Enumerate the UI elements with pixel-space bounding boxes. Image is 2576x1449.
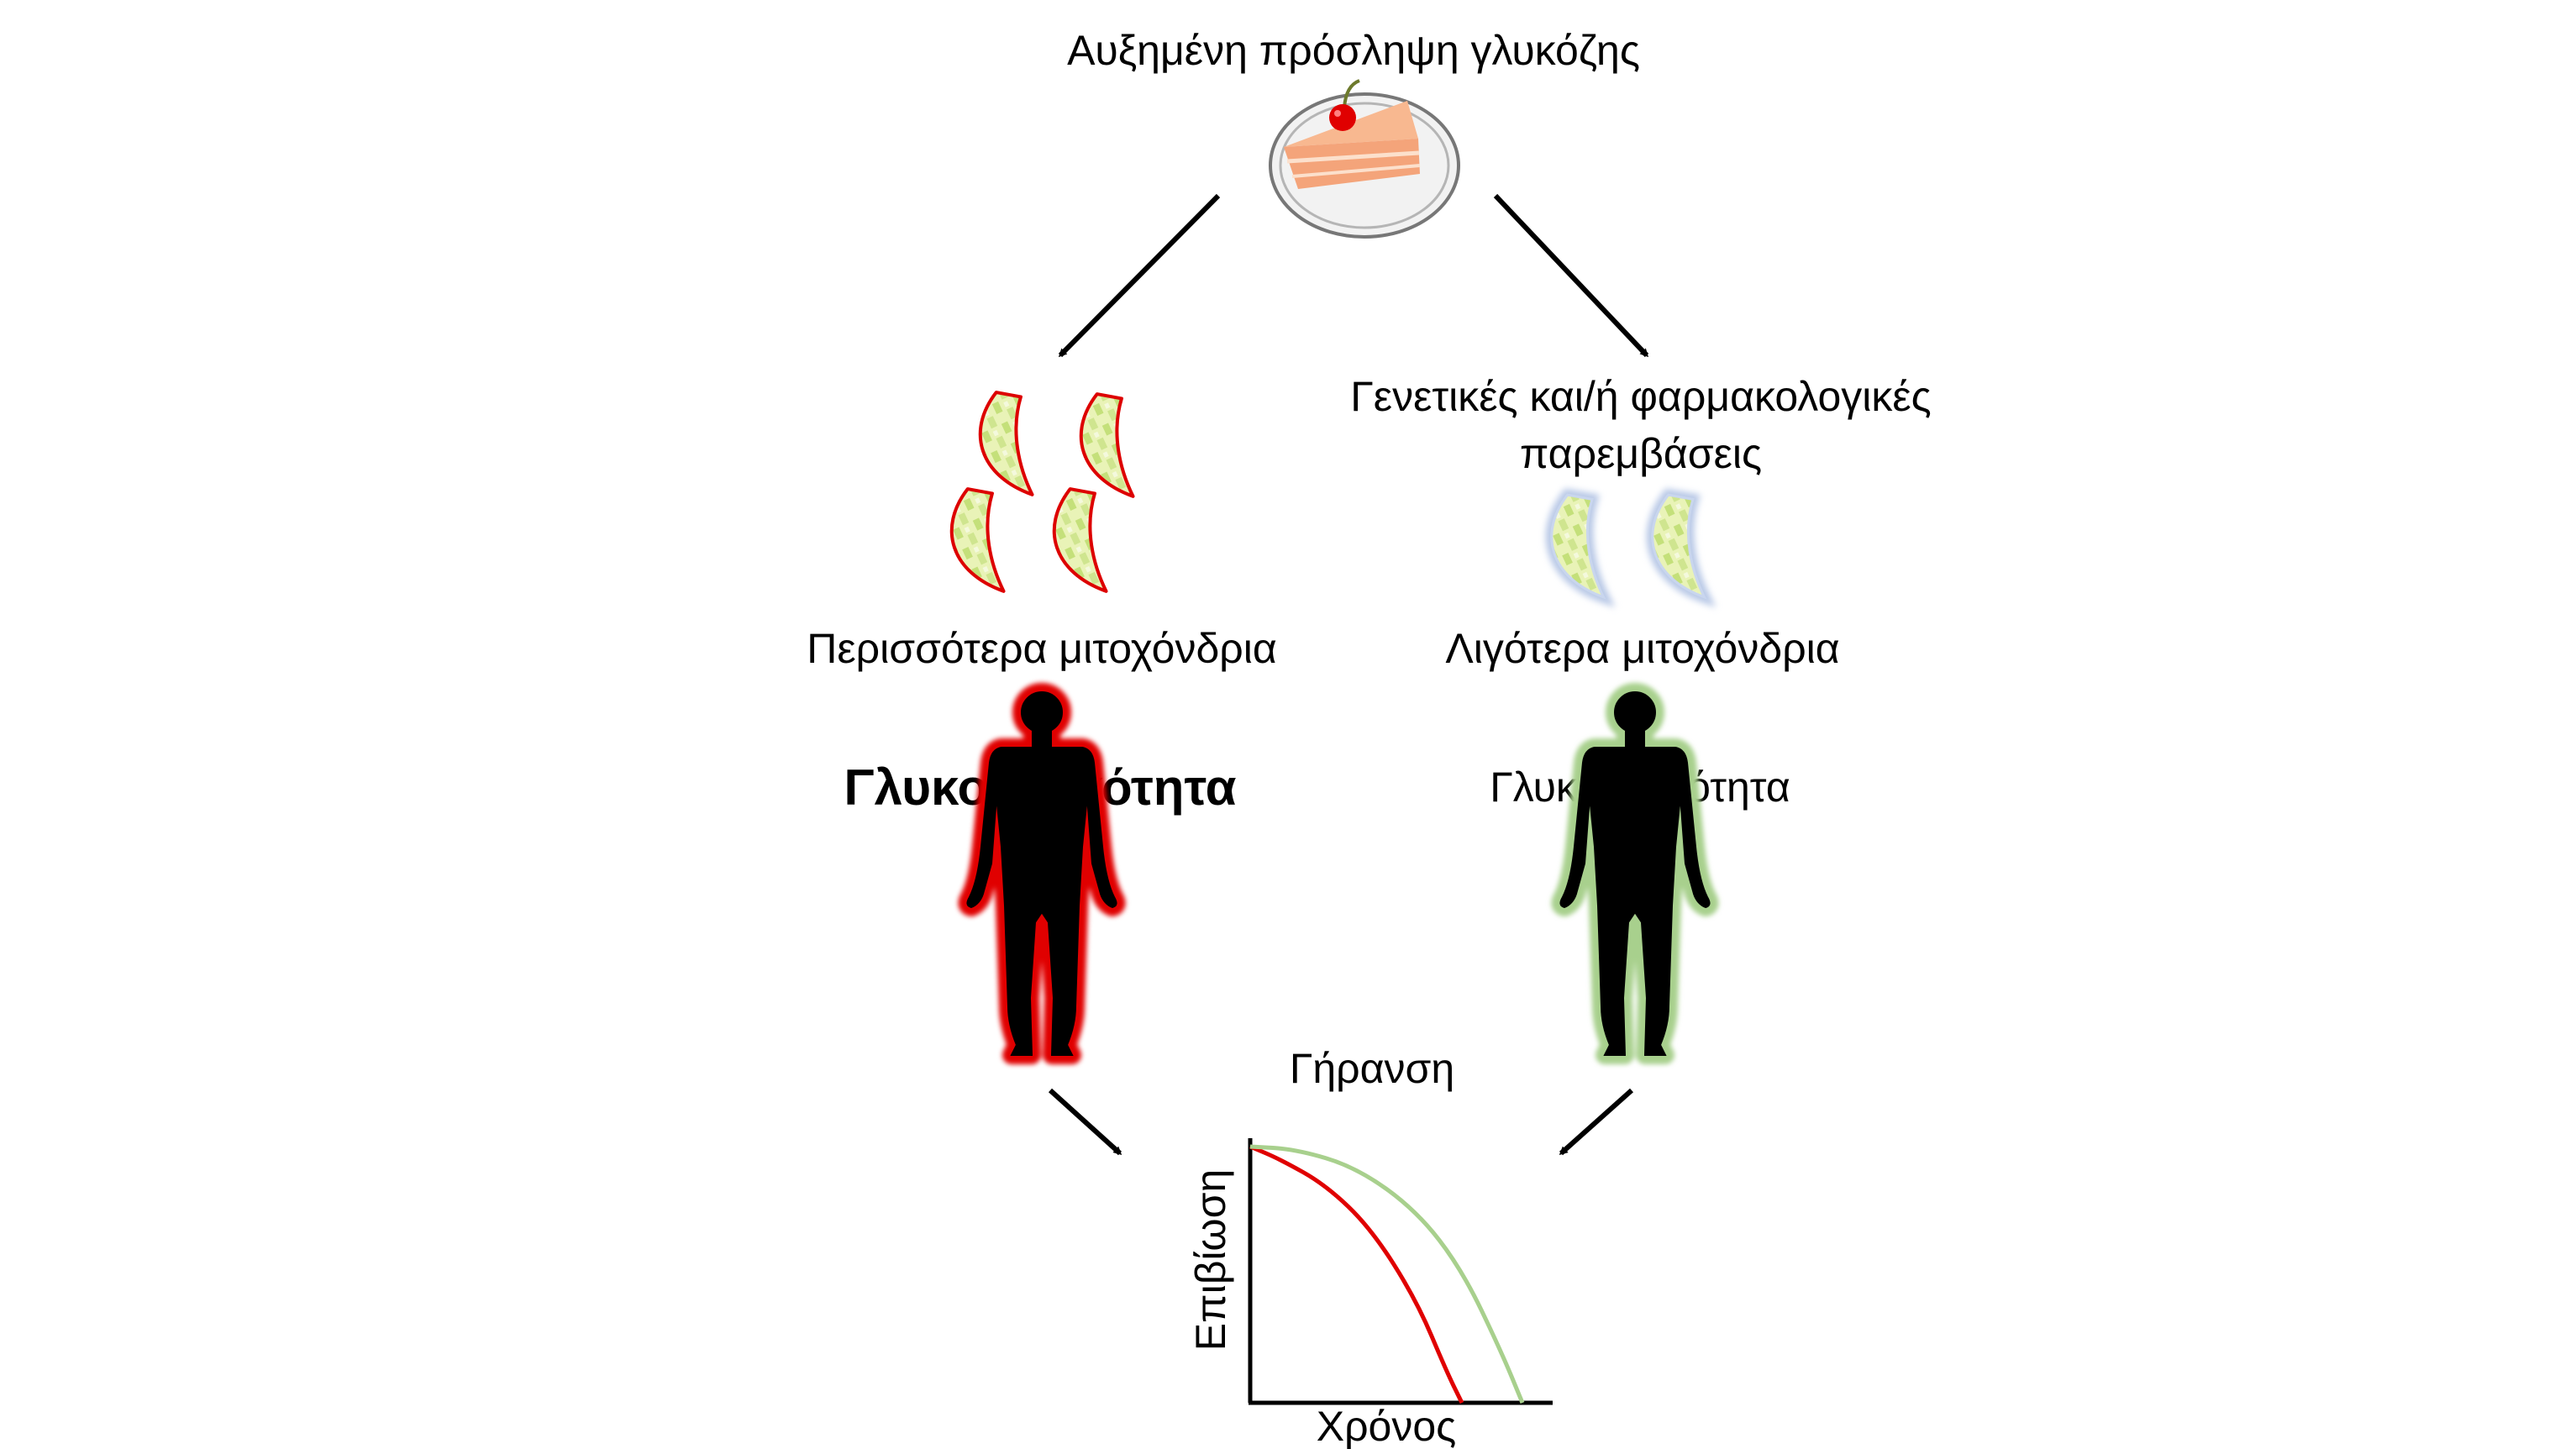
chart-title: Γήρανση	[1289, 1045, 1455, 1092]
mitochondrion-icon	[949, 487, 1006, 593]
mitochondria-cluster-fewer	[1545, 488, 1716, 608]
mitochondria-cluster-more	[949, 391, 1135, 593]
arrow-top-left	[1058, 193, 1221, 358]
arrow-right-body-to-chart	[1559, 1088, 1633, 1156]
cake-slice-icon	[1269, 79, 1460, 239]
chart-y-label: Επιβίωση	[1187, 1169, 1234, 1352]
mitochondrion-icon	[1052, 487, 1108, 593]
survival-curve-1	[1249, 1144, 1464, 1404]
arrow-top-right	[1493, 193, 1649, 358]
more-mitochondria-label: Περισσότερα μιτοχόνδρια	[807, 625, 1277, 672]
fewer-mitochondria-label: Λιγότερα μιτοχόνδρια	[1445, 625, 1840, 672]
mitochondrion-icon	[1079, 392, 1135, 498]
mitochondrion-icon	[1646, 488, 1716, 608]
mitochondrion-icon	[978, 391, 1034, 496]
chart-x-label: Χρόνος	[1317, 1403, 1457, 1449]
arrow-left-body-to-chart	[1048, 1088, 1122, 1156]
mitochondrion-icon	[1545, 488, 1616, 608]
intervention-label-line2: παρεμβάσεις	[1519, 430, 1763, 477]
intervention-label-line1: Γενετικές και/ή φαρμακολογικές	[1350, 373, 1932, 420]
survival-curve-2	[1249, 1144, 1525, 1404]
top-title: Αυξημένη πρόσληψη γλυκόζης	[1067, 27, 1640, 74]
